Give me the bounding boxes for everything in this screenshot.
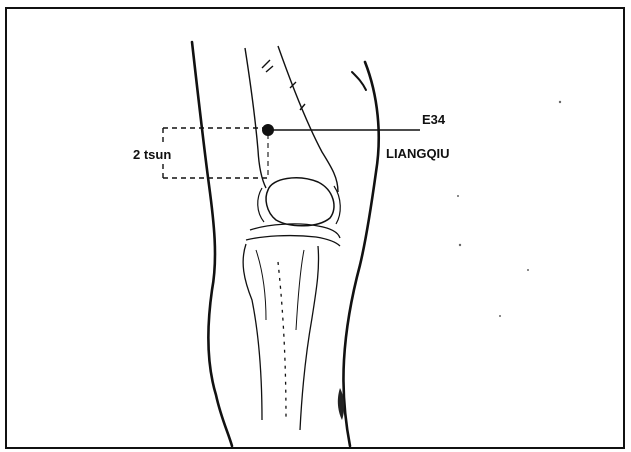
tibia-fibula — [243, 244, 318, 430]
knee-joint — [246, 224, 340, 246]
figure-frame — [6, 8, 624, 448]
femur — [245, 46, 338, 192]
speckles — [457, 101, 561, 317]
acupoint-marker — [262, 124, 274, 136]
point-name-label: LIANGQIU — [386, 146, 450, 161]
distance-bracket — [163, 128, 268, 178]
point-code-label: E34 — [422, 112, 446, 127]
leg-outline — [192, 42, 379, 446]
distance-label: 2 tsun — [133, 147, 171, 162]
patella — [258, 178, 341, 226]
